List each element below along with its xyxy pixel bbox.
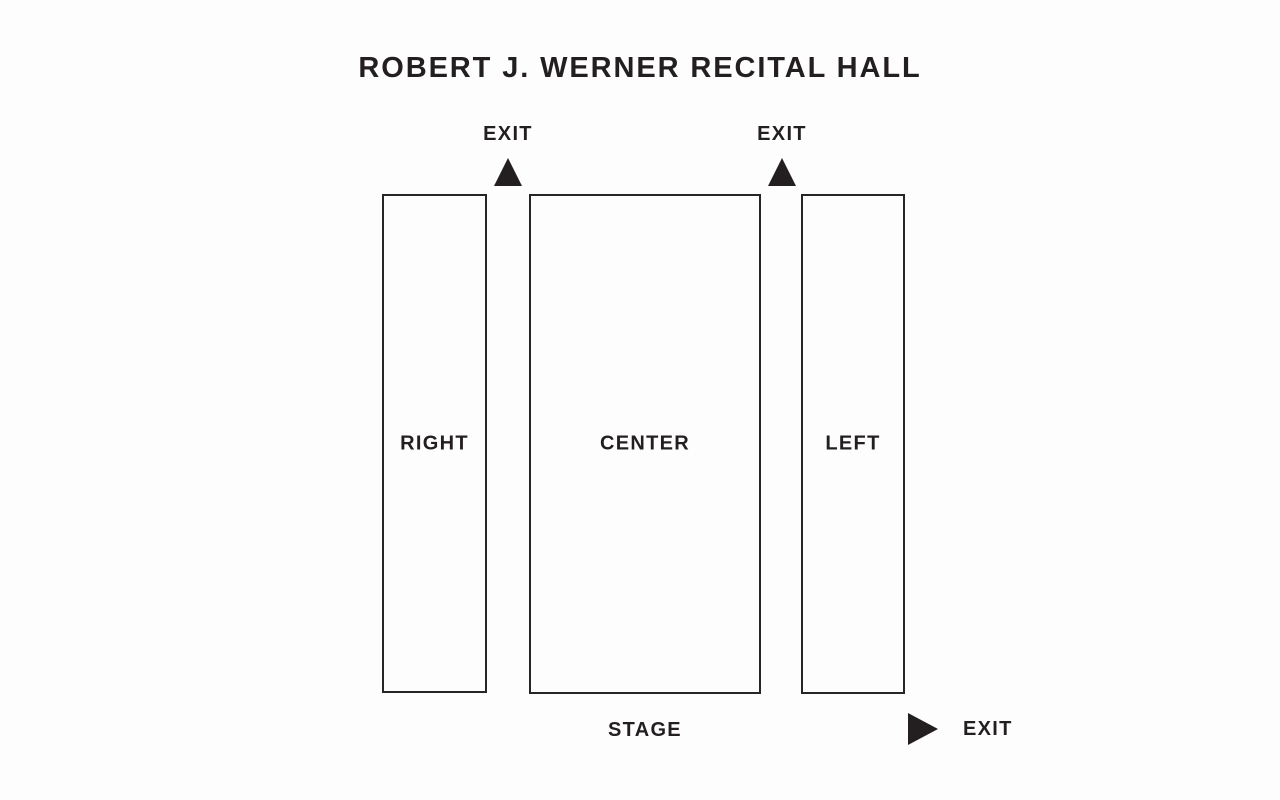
stage-label: STAGE [608, 719, 682, 741]
triangle-up-icon [768, 158, 796, 186]
exit-marker-top-left: EXIT [456, 124, 560, 186]
triangle-right-icon [908, 713, 938, 745]
section-label-center: CENTER [599, 432, 691, 455]
section-label-left: LEFT [825, 432, 881, 455]
exit-label: EXIT [757, 123, 807, 145]
section-label-right: RIGHT [400, 432, 469, 454]
triangle-up-icon [494, 158, 522, 186]
section-block-left[interactable]: LEFT [801, 194, 905, 694]
section-block-center[interactable]: CENTER [529, 194, 761, 694]
section-block-right[interactable]: RIGHT [382, 194, 487, 693]
exit-marker-bottom-right: EXIT [908, 713, 1013, 745]
venue-title: ROBERT J. WERNER RECITAL HALL [358, 52, 922, 84]
exit-label: EXIT [483, 123, 533, 145]
exit-marker-top-right: EXIT [730, 124, 834, 186]
exit-label: EXIT [963, 717, 1013, 740]
